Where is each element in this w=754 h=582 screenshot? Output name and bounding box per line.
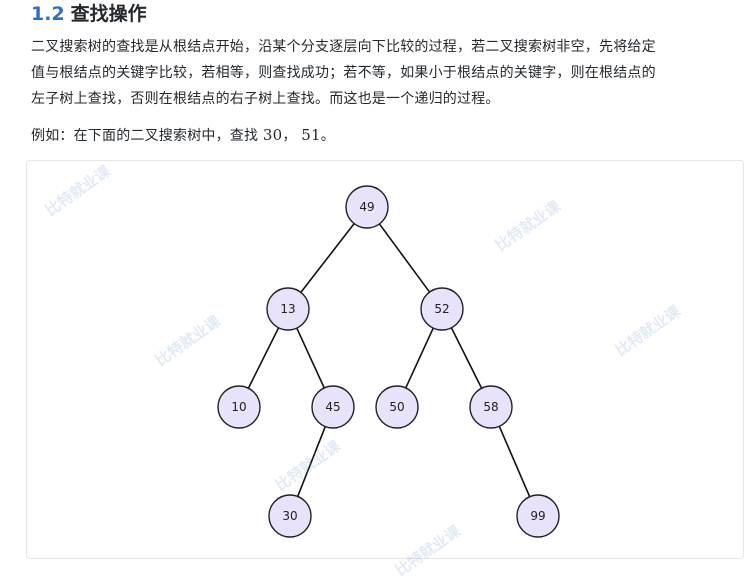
- tree-node-13: 13: [266, 287, 310, 331]
- tree-node-circle: [217, 385, 261, 429]
- bst-diagram: 49 13 52 10 45 50 58 30 99: [217, 185, 560, 538]
- tree-edge: [378, 223, 431, 293]
- tree-node-circle: [266, 287, 310, 331]
- tree-node-52: 52: [420, 287, 464, 331]
- tree-node-circle: [420, 287, 464, 331]
- intro-line-2: 值与根结点的关键字比较，若相等，则查找成功；若不等，如果小于根结点的关键字，则在…: [31, 65, 656, 81]
- intro-paragraph: 二叉搜索树的查找是从根结点开始，沿某个分支逐层向下比较的过程，若二叉搜索树非空，…: [31, 34, 743, 112]
- tree-edge: [405, 327, 434, 389]
- tree-node-49: 49: [345, 185, 389, 229]
- section-number: 1.2: [31, 3, 65, 25]
- tree-edge: [296, 327, 325, 389]
- tree-nodes: 49 13 52 10 45 50 58 30 99: [217, 185, 560, 538]
- intro-line-3: 左子树上查找，否则在根结点的右子树上查找。而这也是一个递归的过程。: [31, 91, 500, 107]
- tree-node-10: 10: [217, 385, 261, 429]
- tree-node-circle: [516, 494, 560, 538]
- tree-node-label: 30: [282, 509, 297, 523]
- tree-edge: [296, 426, 327, 497]
- tree-node-label: 45: [325, 400, 340, 414]
- tree-node-50: 50: [375, 385, 419, 429]
- tree-node-label: 13: [280, 302, 295, 316]
- tree-node-label: 58: [483, 400, 498, 414]
- example-suffix: 。: [320, 128, 335, 144]
- tree-edge: [450, 327, 483, 389]
- tree-node-circle: [345, 185, 389, 229]
- tree-node-label: 52: [434, 302, 449, 316]
- tree-edge: [247, 327, 280, 389]
- tree-node-label: 10: [231, 400, 246, 414]
- tree-node-label: 99: [530, 509, 545, 523]
- tree-node-circle: [311, 385, 355, 429]
- tree-node-58: 58: [469, 385, 513, 429]
- tree-edge: [498, 425, 531, 498]
- tree-edges: [247, 223, 531, 498]
- example-separator: ，: [282, 128, 297, 144]
- tree-node-circle: [268, 494, 312, 538]
- example-prefix: 例如：在下面的二叉搜索树中，查找: [31, 128, 263, 144]
- example-value-51: 51: [301, 126, 321, 144]
- tree-node-99: 99: [516, 494, 560, 538]
- example-value-30: 30: [262, 126, 283, 144]
- tree-node-label: 50: [389, 400, 404, 414]
- section-title: 查找操作: [70, 3, 147, 25]
- bst-figure: 49 13 52 10 45 50 58 30 99: [26, 160, 744, 559]
- tree-node-label: 49: [359, 200, 374, 214]
- tree-node-circle: [375, 385, 419, 429]
- intro-line-1: 二叉搜索树的查找是从根结点开始，沿某个分支逐层向下比较的过程，若二叉搜索树非空，…: [31, 39, 656, 55]
- tree-edge: [300, 223, 355, 293]
- tree-node-30: 30: [268, 494, 312, 538]
- example-paragraph: 例如：在下面的二叉搜索树中，查找 30， 51。: [31, 122, 743, 149]
- tree-node-circle: [469, 385, 513, 429]
- tree-node-45: 45: [311, 385, 355, 429]
